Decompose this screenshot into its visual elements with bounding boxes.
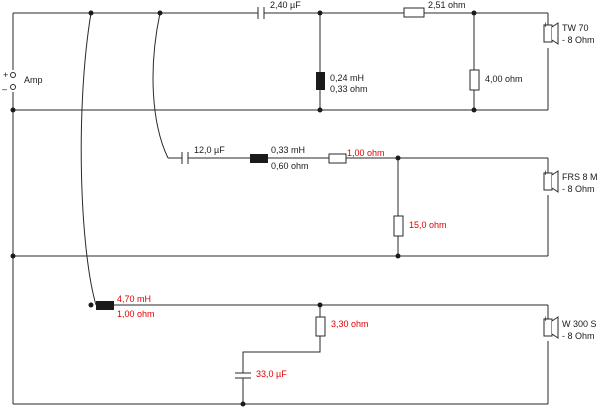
amp-label: Amp [24, 75, 43, 85]
tw-capacitor-label: 2,40 µF [270, 0, 301, 10]
tw-driver-impedance: - 8 Ohm [562, 35, 595, 45]
amp-plus-terminal [10, 72, 16, 78]
woofer-inductor-inductance-label: 4,70 mH [117, 294, 151, 304]
amp-plus-sign: + [3, 70, 8, 80]
tw-inductor-inductance-label: 0,24 mH [330, 73, 364, 83]
tw-speaker-icon: + [543, 20, 559, 45]
mid-speaker-icon: + [543, 168, 559, 193]
tw-series-resistor-label: 2,51 ohm [428, 0, 466, 10]
woofer-inductor-resistance-label: 1,00 ohm [117, 309, 155, 319]
tw-shunt-inductor-symbol [316, 72, 325, 90]
tw-shunt-resistor-label: 4,00 ohm [485, 74, 523, 84]
mid-driver-name: FRS 8 M [562, 172, 598, 182]
woofer-speaker-icon: + [543, 314, 559, 339]
tw-inductor-resistance-label: 0,33 ohm [330, 84, 368, 94]
tw-shunt-resistor-symbol [469, 69, 480, 91]
mid-shunt-resistor-label: 15,0 ohm [409, 220, 447, 230]
mid-inductor-resistance-label: 0,60 ohm [271, 161, 309, 171]
mid-driver-impedance: - 8 Ohm [562, 184, 595, 194]
svg-text:+: + [543, 168, 548, 178]
midrange-branch: 12,0 µF 0,33 mH 0,60 ohm 1,00 ohm 15,0 o… [152, 12, 598, 256]
woofer-branch: 4,70 mH 1,00 ohm 3,30 ohm 33,0 µF + W 30… [80, 12, 597, 404]
woofer-driver-impedance: - 8 Ohm [562, 331, 595, 341]
woofer-shunt-resistor-label: 3,30 ohm [331, 319, 369, 329]
junction-dots [10, 10, 477, 407]
mid-inductor-inductance-label: 0,33 mH [271, 145, 305, 155]
woofer-driver-name: W 300 S [562, 319, 597, 329]
svg-text:+: + [543, 314, 548, 324]
mid-inductor-symbol [250, 154, 268, 163]
amp-minus-sign: – [2, 84, 7, 94]
mid-series-resistor-symbol [328, 153, 347, 164]
tweeter-branch: 2,40 µF 2,51 ohm 0,24 mH 0,33 ohm 4,00 o… [257, 0, 595, 110]
tw-series-resistor-symbol [403, 7, 425, 18]
amp-terminals: + – Amp [2, 70, 43, 94]
mid-series-resistor-label: 1,00 ohm [347, 148, 385, 158]
mid-capacitor-label: 12,0 µF [194, 145, 225, 155]
amp-minus-terminal [10, 84, 16, 90]
tw-driver-name: TW 70 [562, 23, 589, 33]
mid-shunt-resistor-symbol [393, 215, 404, 237]
main-rails [12, 12, 548, 405]
woofer-inductor-symbol [96, 301, 114, 310]
woofer-capacitor-label: 33,0 µF [256, 369, 287, 379]
svg-text:+: + [543, 20, 548, 30]
woofer-shunt-resistor-symbol [315, 316, 326, 337]
